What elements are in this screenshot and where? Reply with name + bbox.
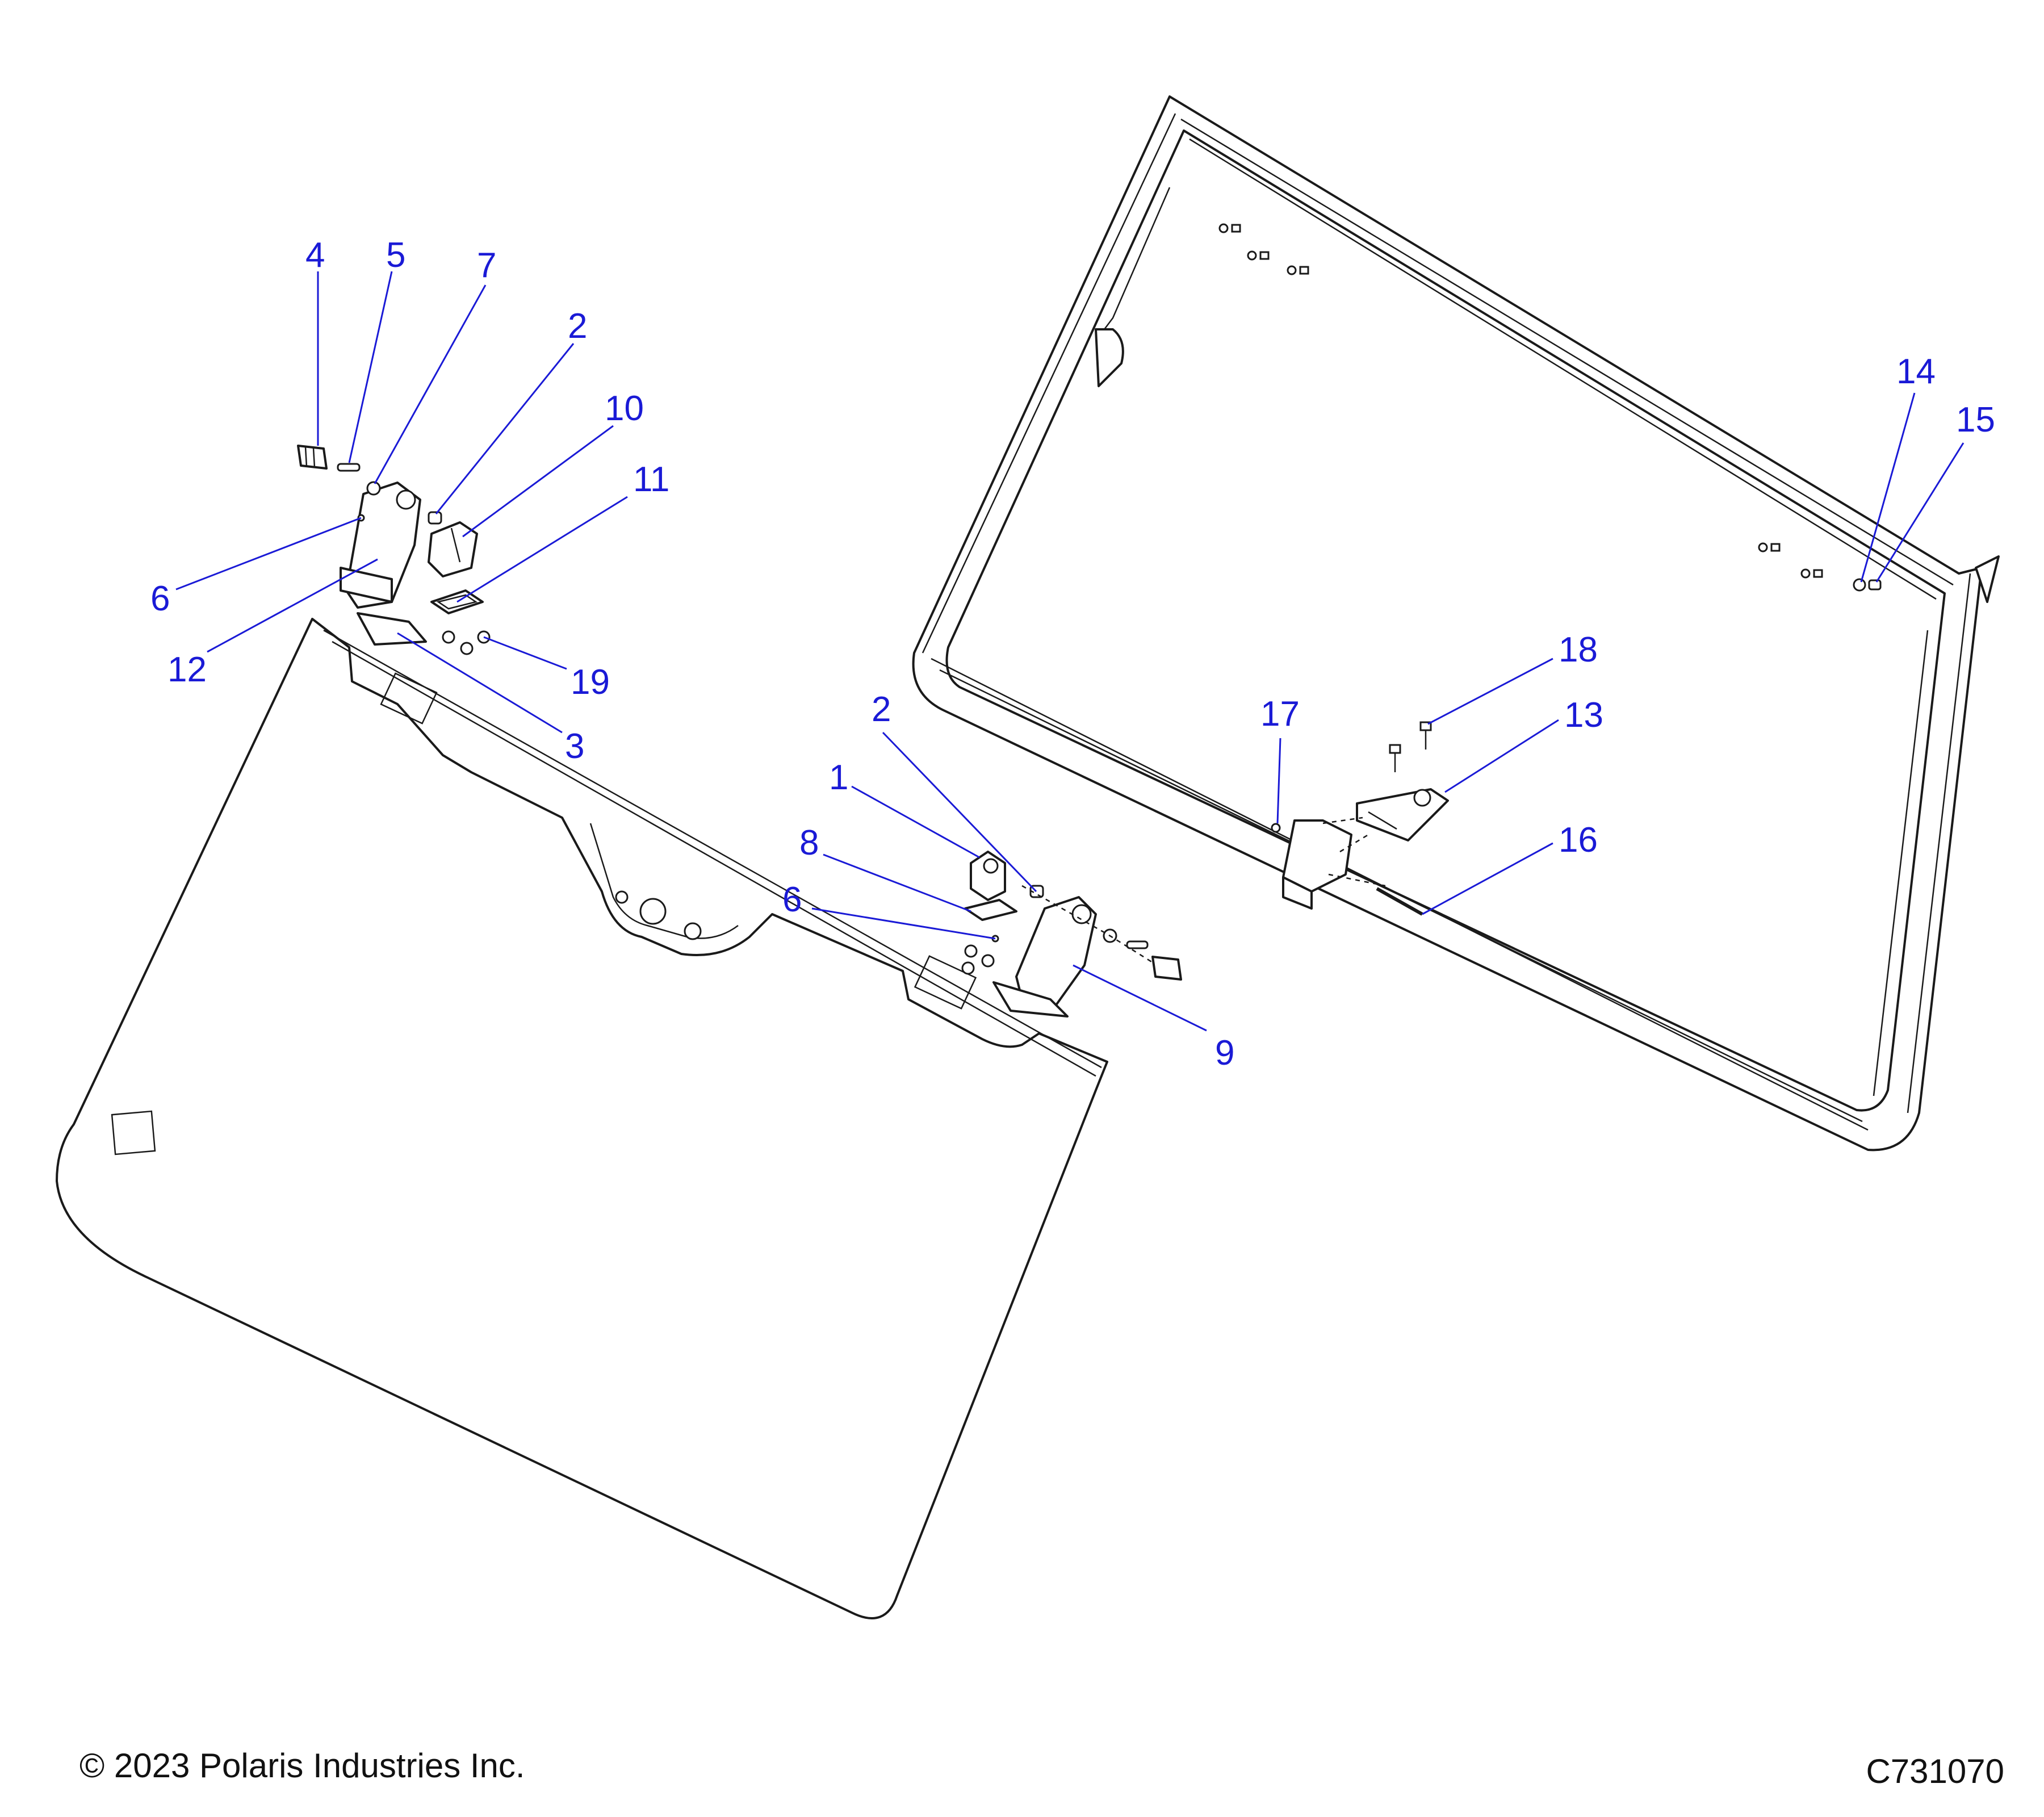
bolt-18 <box>1389 721 1432 772</box>
callout-5: 5 <box>386 236 405 275</box>
callout-6: 6 <box>782 880 802 919</box>
callout-17: 17 <box>1260 694 1300 734</box>
callout-1: 1 <box>829 758 848 797</box>
windshield-glass <box>56 618 1108 1619</box>
washer-14 <box>1853 578 1866 592</box>
callout-2: 2 <box>568 307 587 346</box>
pin-5-right <box>1126 940 1149 949</box>
leader-lines <box>175 271 1965 1032</box>
callout-2: 2 <box>872 690 891 729</box>
callout-3: 3 <box>565 727 584 766</box>
callout-15: 15 <box>1956 400 1995 439</box>
drawing-number: C731070 <box>1866 1752 2004 1790</box>
fastener-15 <box>1868 579 1882 591</box>
callout-6: 6 <box>150 579 170 618</box>
callout-11: 11 <box>633 460 669 499</box>
o-ring-7 <box>366 481 381 496</box>
windshield-frame <box>912 95 2000 1152</box>
hinge-9 <box>992 896 1097 1018</box>
bracket-13 <box>1356 788 1449 841</box>
pin-16 <box>1376 887 1423 916</box>
plate-3 <box>357 612 427 646</box>
copyright-notice: © 2023 Polaris Industries Inc. <box>79 1747 525 1785</box>
nuts-19 <box>442 630 491 655</box>
bracket-alignment-line <box>1322 817 1386 887</box>
callout-16: 16 <box>1559 820 1598 860</box>
callout-4: 4 <box>305 236 325 275</box>
callout-10: 10 <box>605 389 644 428</box>
callout-14: 14 <box>1896 352 1936 391</box>
callout-7: 7 <box>477 246 496 285</box>
hinge-12 <box>340 482 421 609</box>
gasket-8 <box>964 899 1017 921</box>
knob-4 <box>297 445 328 470</box>
callout-13: 13 <box>1564 696 1603 735</box>
pin-5 <box>337 463 361 472</box>
callout-9: 9 <box>1215 1033 1234 1073</box>
hinge-1 <box>970 851 1006 901</box>
bushing-2-left <box>428 511 442 525</box>
callout-labels: 4 5 7 2 10 11 6 12 19 3 2 1 8 6 9 17 18 … <box>150 236 1995 1073</box>
callout-19: 19 <box>571 663 610 702</box>
callout-8: 8 <box>799 823 819 863</box>
nuts-right <box>961 944 995 975</box>
callout-18: 18 <box>1559 630 1598 669</box>
nut-17 <box>1271 823 1281 833</box>
knob-4-right <box>1151 956 1182 981</box>
callout-12: 12 <box>167 650 207 689</box>
